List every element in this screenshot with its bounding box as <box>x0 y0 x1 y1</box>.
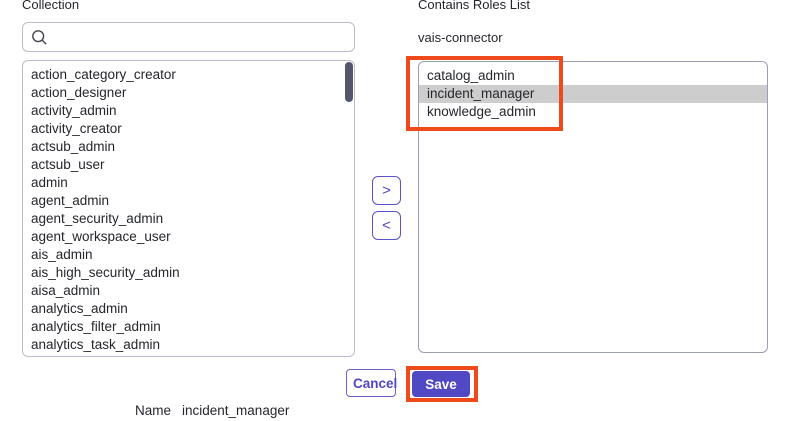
name-row: Name incident_manager <box>135 403 289 418</box>
list-item[interactable]: agent_admin <box>31 193 110 208</box>
role-search-input[interactable] <box>54 24 348 50</box>
list-item[interactable]: ais_high_security_admin <box>31 265 180 280</box>
scrollbar-thumb[interactable] <box>345 62 353 102</box>
list-item[interactable]: activity_creator <box>31 121 122 136</box>
list-item[interactable]: action_designer <box>31 85 127 100</box>
list-item[interactable]: aisa_admin <box>31 283 101 298</box>
name-value: incident_manager <box>182 403 290 418</box>
cancel-button[interactable]: Cancel <box>346 369 397 397</box>
list-item[interactable]: actsub_admin <box>31 139 116 154</box>
collection-label: Collection <box>22 0 80 12</box>
list-item[interactable]: knowledge_admin <box>427 104 536 119</box>
save-button[interactable]: Save <box>412 371 470 397</box>
list-item[interactable]: analytics_task_admin <box>31 337 161 352</box>
search-icon <box>32 29 47 45</box>
list-item[interactable]: incident_manager <box>419 85 767 103</box>
name-label: Name <box>135 403 172 418</box>
list-item[interactable]: ais_admin <box>31 247 93 262</box>
role-search-box <box>22 22 355 52</box>
list-item[interactable]: analytics_filter_admin <box>31 319 161 334</box>
list-item[interactable]: agent_security_admin <box>31 211 164 226</box>
list-item[interactable]: action_category_creator <box>31 67 176 82</box>
group-name-label: vais-connector <box>418 30 503 45</box>
list-item[interactable]: analytics_admin <box>31 301 128 316</box>
list-item[interactable]: activity_admin <box>31 103 117 118</box>
list-item[interactable]: agent_workspace_user <box>31 229 171 244</box>
list-item[interactable]: actsub_user <box>31 157 105 172</box>
contains-roles-list-label: Contains Roles List <box>418 0 530 12</box>
list-item[interactable]: analytics_viewer <box>23 354 354 356</box>
move-left-button[interactable]: < <box>372 211 401 240</box>
list-item[interactable]: admin <box>31 175 68 190</box>
list-item[interactable]: catalog_admin <box>427 68 515 83</box>
move-right-button[interactable]: > <box>372 176 401 205</box>
